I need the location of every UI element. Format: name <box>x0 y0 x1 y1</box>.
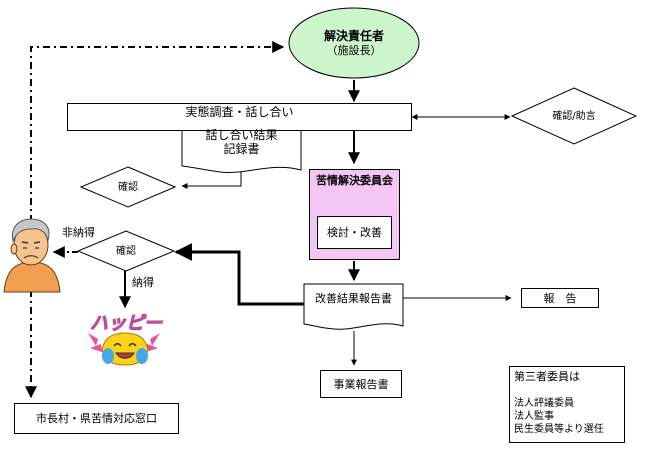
responsible-ellipse <box>288 7 420 79</box>
committee-box: 苦情解決委員会 検討・改善 <box>309 169 400 260</box>
arrow-improvement-to-confirm-mid <box>174 243 304 306</box>
confirm-top-diamond <box>79 166 177 208</box>
responsible-subtitle: （施設長） <box>326 44 382 57</box>
committee-inner-box: 検討・改善 <box>317 216 392 249</box>
confirm-advice-diamond <box>510 87 638 145</box>
dashdot-person-to-responsible <box>30 41 285 222</box>
third-party-title: 第三者委員は <box>514 370 580 383</box>
committee-title: 苦情解決委員会 <box>316 174 393 187</box>
committee-inner-label: 検討・改善 <box>327 226 382 239</box>
investigation-box: 実態調査・話し合い <box>67 103 412 131</box>
happy-label: ハッピー <box>90 313 163 334</box>
city-window-box: 市長村・県苦情対応窓口 <box>14 403 179 434</box>
happy-face-icon <box>88 332 160 366</box>
elderly-person-icon <box>3 218 61 293</box>
confirm-mid-label: 確認 <box>116 246 136 257</box>
third-party-box: 第三者委員は 法人評議委員 法人監事 民生委員等より選任 <box>509 366 625 443</box>
confirm-advice-label: 確認/助言 <box>552 111 596 122</box>
record-label-line2: 記録書 <box>223 142 260 156</box>
confirm-top-label: 確認 <box>118 182 138 193</box>
arrow-record-to-confirm-top <box>181 172 242 189</box>
investigation-label: 実態調査・話し合い <box>185 105 294 119</box>
responsible-title: 解決責任者 <box>323 29 384 43</box>
record-document-shape <box>181 123 302 173</box>
third-party-line1: 法人評議委員 <box>514 398 574 409</box>
report-label: 報 告 <box>543 291 577 305</box>
improvement-report-label: 改善結果報告書 <box>315 292 392 305</box>
improvement-report-document-shape <box>303 283 404 330</box>
report-box: 報 告 <box>521 288 599 308</box>
third-party-line2: 法人監事 <box>514 411 554 422</box>
city-window-label: 市長村・県苦情対応窓口 <box>36 412 157 425</box>
business-report-box: 事業報告書 <box>320 370 402 398</box>
business-report-label: 事業報告書 <box>333 377 389 391</box>
record-label-line1: 話し合い結果 <box>205 128 278 142</box>
not-satisfied-label: 非納得 <box>62 226 95 239</box>
satisfied-label: 納得 <box>132 276 154 289</box>
third-party-line3: 民生委員等より選任 <box>514 424 604 435</box>
